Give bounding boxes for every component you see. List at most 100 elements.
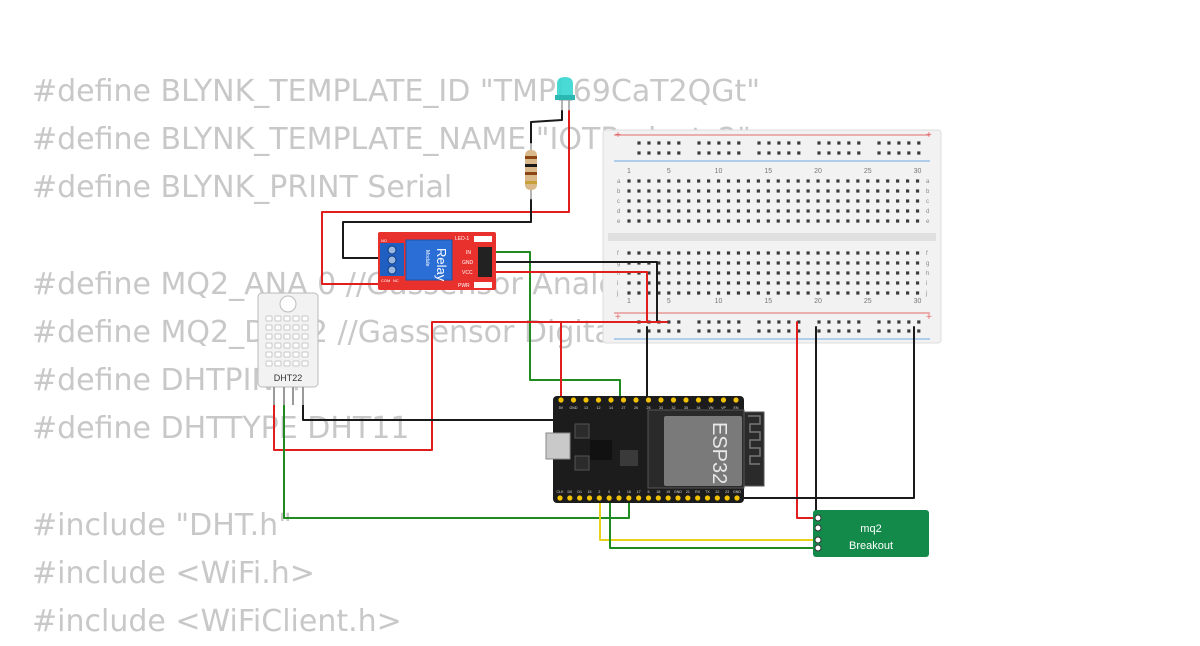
breadboard-column-number: 5 bbox=[667, 298, 671, 305]
breadboard-hole bbox=[637, 251, 641, 255]
breadboard-hole bbox=[687, 271, 691, 275]
breadboard-hole bbox=[826, 271, 830, 275]
breadboard-rail-hole bbox=[917, 141, 921, 145]
breadboard-row-letter: g bbox=[926, 261, 929, 267]
esp32-pin bbox=[595, 397, 602, 403]
breadboard-hole bbox=[806, 271, 810, 275]
esp32-pin-label: GND bbox=[674, 490, 682, 494]
breadboard-rail-hole bbox=[737, 141, 741, 145]
breadboard-hole bbox=[915, 219, 920, 223]
breadboard-hole bbox=[856, 219, 860, 223]
breadboard-hole bbox=[906, 271, 910, 275]
breadboard-rail-hole bbox=[907, 151, 911, 155]
breadboard-rail-hole bbox=[637, 151, 641, 155]
breadboard-hole bbox=[896, 251, 900, 255]
breadboard-hole bbox=[657, 271, 661, 275]
breadboard-rail-hole bbox=[797, 141, 801, 145]
dht22-grille-slot bbox=[292, 351, 300, 358]
breadboard-hole bbox=[846, 209, 850, 213]
resistor[interactable] bbox=[525, 143, 537, 200]
breadboard-hole bbox=[657, 209, 661, 213]
breadboard-row-letter: h bbox=[926, 271, 929, 277]
breadboard-rail-hole bbox=[697, 329, 701, 333]
breadboard-hole bbox=[667, 179, 671, 183]
esp32-pin-label: 23 bbox=[725, 490, 729, 494]
breadboard-hole bbox=[876, 281, 880, 285]
breadboard-hole bbox=[657, 251, 661, 255]
breadboard-hole bbox=[826, 199, 830, 203]
esp32-pin-label: 25 bbox=[647, 406, 651, 410]
breadboard-hole bbox=[726, 209, 731, 213]
breadboard-holes bbox=[627, 141, 921, 333]
breadboard-hole bbox=[836, 291, 840, 295]
breadboard-hole bbox=[776, 209, 780, 213]
breadboard-hole bbox=[657, 261, 661, 265]
wire-mq2-vcc bbox=[796, 321, 819, 519]
breadboard-hole bbox=[896, 261, 900, 265]
breadboard-hole bbox=[906, 189, 910, 193]
breadboard-hole bbox=[716, 179, 721, 183]
breadboard-hole bbox=[697, 219, 701, 223]
breadboard-hole bbox=[687, 219, 691, 223]
esp32-pin-label: 26 bbox=[634, 406, 638, 410]
button-en bbox=[574, 455, 590, 471]
breadboard-hole bbox=[627, 189, 631, 193]
esp32-pin-label: 34 bbox=[697, 406, 701, 410]
breadboard-rail-hole bbox=[657, 141, 661, 145]
breadboard-hole bbox=[786, 209, 790, 213]
breadboard-hole bbox=[637, 281, 641, 285]
led[interactable] bbox=[555, 77, 575, 112]
breadboard-rail-hole bbox=[667, 151, 671, 155]
breadboard-hole bbox=[846, 189, 850, 193]
breadboard-hole bbox=[647, 281, 651, 285]
breadboard-hole bbox=[806, 251, 810, 255]
breadboard-hole bbox=[647, 199, 651, 203]
relay-pin-gnd: GND bbox=[462, 260, 474, 266]
breadboard-rail-hole bbox=[717, 151, 721, 155]
breadboard-rail-hole bbox=[827, 329, 831, 333]
esp32-pin bbox=[645, 397, 652, 403]
breadboard-hole bbox=[667, 251, 671, 255]
dht22-grille-slot bbox=[292, 315, 300, 322]
breadboard-hole bbox=[766, 251, 770, 255]
breadboard-hole bbox=[667, 189, 671, 193]
esp32-pin bbox=[583, 397, 589, 403]
dht22-grille-slot bbox=[283, 333, 291, 340]
breadboard-hole bbox=[876, 251, 880, 255]
breadboard-hole bbox=[796, 281, 800, 285]
dht22-grille-slot bbox=[301, 360, 309, 367]
breadboard-rail-hole bbox=[857, 329, 861, 333]
breadboard-hole bbox=[746, 261, 750, 265]
breadboard-rail-hole bbox=[777, 320, 781, 324]
breadboard-hole bbox=[836, 209, 840, 213]
breadboard-rail-hole bbox=[647, 141, 651, 145]
breadboard-hole bbox=[816, 261, 820, 265]
breadboard-hole bbox=[836, 281, 840, 285]
breadboard-hole bbox=[756, 281, 760, 285]
breadboard-hole bbox=[677, 251, 681, 255]
breadboard-hole bbox=[796, 251, 800, 255]
esp32-pin-label: 13 bbox=[584, 406, 588, 410]
breadboard-hole bbox=[766, 271, 770, 275]
breadboard-hole bbox=[826, 209, 830, 213]
breadboard-hole bbox=[846, 199, 850, 203]
breadboard-hole bbox=[677, 199, 681, 203]
relay-module[interactable]: Relay Module LED-1 PWR IN GND VCC NO COM… bbox=[378, 232, 496, 290]
breadboard-hole bbox=[876, 199, 880, 203]
dht22-sensor[interactable]: DHT22 bbox=[257, 292, 319, 405]
breadboard-rail-hole bbox=[847, 320, 851, 324]
dht22-label: DHT22 bbox=[274, 373, 303, 383]
breadboard-hole bbox=[915, 281, 920, 285]
breadboard-hole bbox=[716, 219, 721, 223]
breadboard-rail-hole bbox=[847, 151, 851, 155]
code-line: #define DHTPIN 4 bbox=[32, 363, 303, 399]
wire-led-relay-no bbox=[321, 110, 570, 285]
breadboard-rail-hole bbox=[767, 141, 771, 145]
breadboard-hole bbox=[716, 281, 721, 285]
esp32-pin bbox=[620, 397, 627, 403]
mq2-breakout[interactable]: mq2 Breakout bbox=[813, 510, 929, 557]
esp32-pin bbox=[570, 397, 577, 403]
breadboard-hole bbox=[736, 209, 741, 213]
